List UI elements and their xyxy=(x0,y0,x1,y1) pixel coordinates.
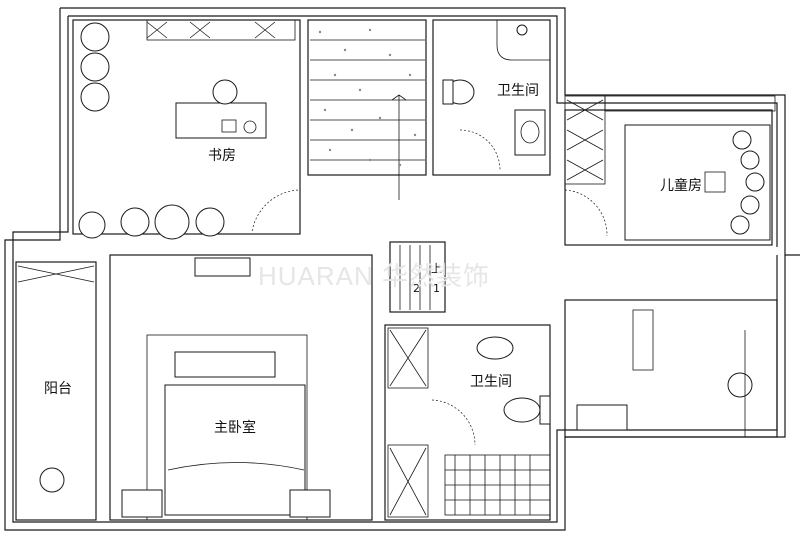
study-chair xyxy=(212,79,238,105)
balcony: 阳台 xyxy=(15,261,97,521)
bathroom-top: 卫生间 xyxy=(432,19,551,176)
headboard xyxy=(174,351,276,378)
kids-room-label: 儿童房 xyxy=(660,177,702,194)
plant-4 xyxy=(78,211,106,239)
toilet-bottom xyxy=(503,397,541,423)
stair-step-1: 1 xyxy=(433,282,440,295)
stair-step-2: 2 xyxy=(413,282,420,295)
sink-top xyxy=(514,109,546,156)
study-desk xyxy=(175,102,267,139)
nightstand-left xyxy=(121,489,163,518)
watermark: HUARAN 华然装饰 xyxy=(258,261,490,291)
study-room: 书房 xyxy=(72,19,301,240)
stair-lower: 上 1 2 xyxy=(389,241,446,313)
study-label: 书房 xyxy=(208,148,236,164)
master-bedroom-label: 主卧室 xyxy=(214,419,256,436)
master-bed xyxy=(164,384,306,516)
round-table xyxy=(154,204,190,240)
balcony-chair xyxy=(39,467,65,493)
right-lower-room xyxy=(564,299,778,438)
stair-up-label: 上 xyxy=(431,262,442,275)
master-bedroom: 主卧室 xyxy=(109,254,373,521)
nightstand-right xyxy=(289,489,331,518)
balcony-label: 阳台 xyxy=(44,381,72,397)
sink-bottom xyxy=(476,336,514,360)
tv-cabinet xyxy=(194,257,251,277)
outer-walls xyxy=(4,7,800,531)
plant-2 xyxy=(80,52,110,82)
stair-hall xyxy=(307,19,427,200)
bathroom-bottom: 卫生间 xyxy=(384,324,551,521)
bathroom-bottom-label: 卫生间 xyxy=(470,374,512,390)
bathroom-top-label: 卫生间 xyxy=(497,83,539,99)
plant-3 xyxy=(80,82,110,112)
plant-1 xyxy=(80,22,110,52)
kids-room: 儿童房 xyxy=(564,95,776,246)
